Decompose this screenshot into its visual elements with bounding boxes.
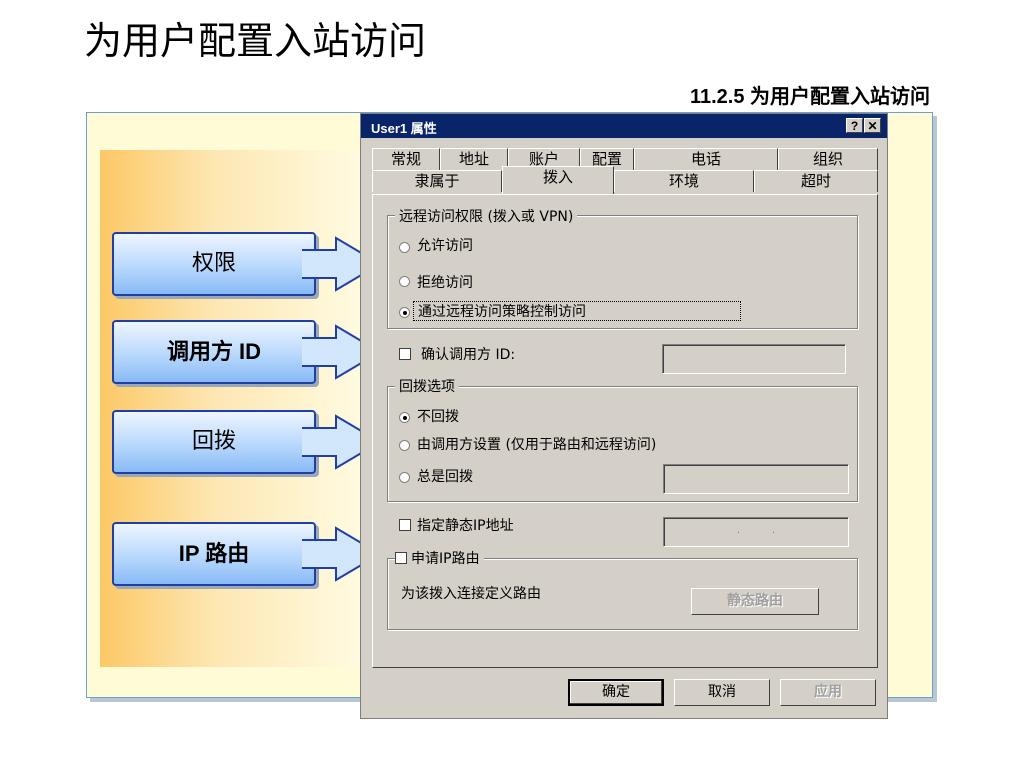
tab-environment[interactable]: 环境 — [614, 170, 754, 192]
close-button[interactable]: ✕ — [864, 118, 881, 133]
static-ip-checkbox[interactable] — [399, 519, 411, 531]
callback-legend: 回拨选项 — [395, 376, 459, 396]
dialog-title: User1 属性 — [371, 121, 437, 136]
caller-set-callback-label: 由调用方设置 (仅用于路由和远程访问) — [417, 437, 657, 453]
static-ip-input[interactable]: . . — [663, 517, 849, 547]
callback-number-input[interactable] — [663, 464, 849, 494]
callback-group — [387, 386, 858, 502]
gradient-panel — [100, 150, 360, 667]
ip-routes-legend: 申请IP路由 — [395, 548, 484, 568]
callout-caller-id-label: 调用方 ID — [166, 339, 262, 364]
deny-access-radio[interactable] — [399, 276, 410, 287]
policy-access-radio[interactable] — [399, 307, 410, 318]
verify-caller-id-checkbox[interactable] — [399, 348, 411, 360]
ip-routes-group — [387, 558, 858, 630]
tab-organization[interactable]: 组织 — [778, 148, 878, 170]
apply-button[interactable]: 应用 — [780, 679, 876, 706]
ip-routes-checkbox[interactable] — [395, 552, 407, 564]
caller-set-callback-radio[interactable] — [399, 440, 410, 451]
tab-address[interactable]: 地址 — [440, 148, 508, 170]
help-button[interactable]: ? — [846, 118, 863, 133]
no-callback-radio[interactable] — [399, 412, 410, 423]
remote-access-legend: 远程访问权限 (拨入或 VPN) — [395, 206, 578, 226]
static-ip-label: 指定静态IP地址 — [417, 518, 514, 534]
static-routes-button[interactable]: 静态路由 — [691, 588, 819, 615]
callout-permissions: 权限 — [112, 232, 316, 296]
always-callback-radio[interactable] — [399, 472, 410, 483]
deny-access-label: 拒绝访问 — [417, 275, 473, 291]
verify-caller-id-label: 确认调用方 ID: — [421, 347, 516, 363]
section-label: 11.2.5 为用户配置入站访问 — [689, 86, 930, 108]
tab-sessions[interactable]: 超时 — [754, 170, 878, 192]
always-callback-label: 总是回拨 — [417, 469, 473, 485]
cancel-button[interactable]: 取消 — [674, 679, 770, 706]
tab-member-of[interactable]: 隶属于 — [372, 170, 502, 192]
caller-id-input[interactable] — [662, 344, 846, 374]
tab-general[interactable]: 常规 — [372, 148, 440, 170]
callout-callback-label: 回拨 — [191, 429, 236, 454]
policy-access-label: 通过远程访问策略控制访问 — [413, 301, 741, 321]
remote-access-group — [387, 215, 858, 329]
ok-button[interactable]: 确定 — [568, 679, 664, 706]
slide-title: 为用户配置入站访问 — [84, 19, 427, 63]
ip-routes-label: 申请IP路由 — [411, 551, 480, 567]
callout-permissions-label: 权限 — [191, 251, 236, 276]
tab-dial-in[interactable]: 拨入 — [502, 166, 614, 194]
allow-access-radio[interactable] — [399, 242, 410, 253]
callout-ip-routing: IP 路由 — [112, 522, 316, 586]
properties-dialog: User1 属性 ? ✕ 常规 地址 账户 配置 电话 组织 隶属于 拨入 环境… — [360, 113, 888, 719]
tab-telephones[interactable]: 电话 — [634, 148, 778, 170]
callout-callback: 回拨 — [112, 410, 316, 474]
allow-access-label: 允许访问 — [417, 238, 473, 254]
tab-profile[interactable]: 配置 — [580, 148, 634, 170]
tab-account[interactable]: 账户 — [508, 148, 580, 170]
ip-routes-description: 为该拨入连接定义路由 — [401, 586, 541, 602]
callout-ip-routing-label: IP 路由 — [178, 541, 250, 566]
no-callback-label: 不回拨 — [417, 409, 459, 425]
tab-panel — [372, 194, 878, 668]
callout-caller-id: 调用方 ID — [112, 320, 316, 384]
dialog-titlebar[interactable]: User1 属性 ? ✕ — [361, 114, 887, 138]
